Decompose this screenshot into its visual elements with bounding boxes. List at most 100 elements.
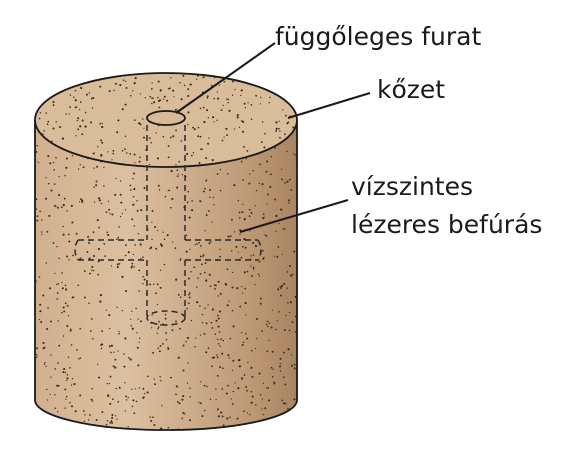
speckle (71, 296, 74, 299)
speckle (252, 169, 254, 172)
speckle (83, 270, 86, 272)
speckle (142, 275, 144, 278)
speckle (189, 387, 191, 390)
speckle (237, 251, 239, 253)
speckle (259, 163, 262, 166)
speckle (36, 144, 38, 147)
vertical-bore-label: függőleges furat (275, 22, 481, 51)
speckle (91, 107, 94, 109)
speckle (97, 248, 100, 251)
speckle (85, 93, 88, 96)
speckle (261, 408, 263, 410)
speckle (81, 119, 84, 122)
speckle (275, 328, 277, 331)
speckle (234, 382, 236, 384)
speckle (42, 418, 45, 421)
speckle (133, 266, 135, 268)
speckle (101, 141, 104, 144)
speckle (91, 97, 93, 100)
speckle (284, 383, 287, 386)
speckle (149, 416, 151, 418)
speckle (261, 330, 263, 332)
speckle (87, 419, 90, 421)
speckle (97, 260, 100, 263)
speckle (117, 236, 120, 239)
speckle (215, 398, 217, 401)
speckle (286, 180, 289, 183)
speckle (92, 254, 96, 258)
speckle (280, 208, 283, 211)
speckle (171, 241, 174, 243)
speckle (185, 250, 188, 253)
speckle (212, 116, 215, 119)
speckle (69, 106, 71, 108)
speckle (95, 419, 98, 422)
speckle (273, 255, 276, 257)
speckle (101, 122, 103, 125)
speckle (233, 128, 236, 130)
speckle (171, 329, 174, 332)
speckle (209, 398, 212, 401)
speckle (87, 235, 90, 238)
speckle (38, 318, 40, 321)
speckle (239, 305, 242, 308)
speckle (73, 96, 75, 98)
speckle (216, 374, 219, 377)
speckle (57, 362, 59, 364)
speckle (63, 197, 66, 200)
speckle (222, 104, 224, 107)
speckle (159, 99, 162, 102)
speckle (38, 276, 41, 278)
speckle (143, 278, 146, 281)
speckle (56, 410, 59, 413)
speckle (139, 93, 142, 95)
speckle (269, 185, 272, 188)
speckle (83, 296, 86, 299)
speckle (197, 135, 200, 138)
speckle (167, 88, 170, 90)
speckle (121, 275, 124, 278)
speckle (158, 320, 160, 323)
speckle (88, 242, 90, 244)
speckle (69, 94, 72, 96)
speckle (295, 171, 297, 174)
speckle (91, 269, 93, 271)
speckle (123, 365, 126, 368)
speckle (111, 414, 114, 416)
speckle (266, 320, 269, 323)
speckle (248, 182, 251, 185)
vertical-bore-hidden-lines (146, 125, 186, 326)
speckle (170, 169, 173, 173)
speckle (186, 307, 188, 310)
speckle (223, 136, 225, 138)
speckle (285, 82, 287, 84)
speckle (159, 376, 161, 378)
speckle (44, 361, 46, 364)
speckle (139, 243, 142, 246)
speckle (98, 226, 100, 229)
speckle (133, 153, 136, 156)
speckle (116, 263, 119, 266)
speckle (290, 189, 293, 191)
speckle (281, 399, 283, 402)
speckle (196, 78, 198, 80)
speckle (220, 411, 223, 414)
speckle (118, 263, 121, 265)
speckle (61, 281, 63, 284)
speckle (293, 250, 296, 253)
speckle (122, 79, 125, 81)
speckle (279, 136, 281, 139)
speckle (35, 160, 37, 163)
speckle (243, 238, 246, 241)
speckle (50, 354, 52, 356)
speckle (249, 173, 251, 175)
speckle (130, 325, 133, 327)
speckle (231, 309, 234, 312)
speckle (234, 88, 236, 91)
speckle (245, 333, 247, 335)
speckle (93, 186, 96, 189)
speckle (69, 329, 72, 332)
speckle (295, 357, 297, 359)
speckle (254, 347, 257, 350)
speckle (62, 306, 65, 309)
